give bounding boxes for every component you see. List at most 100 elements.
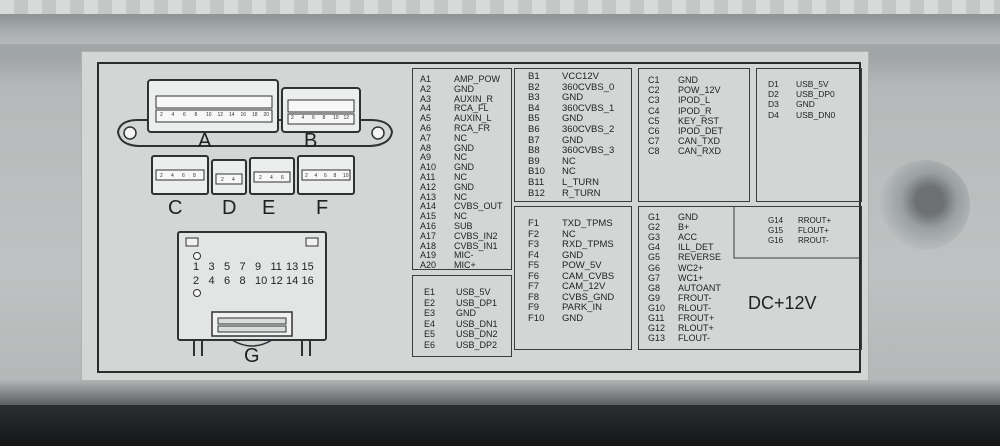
connector-pin-number: 2 (160, 173, 163, 179)
pin-signal: PARK_IN (562, 302, 602, 313)
pin-signal: USB_DP1 (456, 297, 498, 308)
connector-pin-number: 6 (182, 173, 185, 179)
pin-id: F2 (528, 228, 540, 240)
pin-id: F5 (528, 260, 540, 271)
label-border (97, 62, 861, 373)
pin-signal: MIC+ (454, 260, 476, 271)
connector-label-g: G (244, 345, 260, 367)
pin-signal: USB_DP0 (796, 89, 835, 100)
pin-id: C4 (648, 105, 660, 116)
connector-pin-number: 2 (259, 175, 262, 181)
pin-id: G7 (648, 272, 661, 283)
pin-row: A10 GND (420, 162, 474, 172)
pin-signal: GND (454, 162, 474, 173)
pin-id: F7 (528, 281, 540, 292)
connector-label-e: E (262, 197, 276, 219)
pin-signal: TXD_TPMS (562, 218, 613, 229)
g-pin-number-top: 5 (224, 261, 231, 273)
connector-pin-number: 8 (194, 112, 198, 118)
pin-signal: USB_5V (796, 79, 829, 89)
pin-signal: USB_5V (456, 287, 491, 297)
g-pin-number-bottom: 4 (208, 275, 215, 287)
connector-label-b: B (304, 130, 318, 152)
connector-label-d: D (222, 197, 237, 219)
connector-pin-number: 6 (183, 112, 186, 118)
pin-id: B11 (528, 177, 545, 188)
pin-signal: B+ (678, 222, 690, 233)
pin-id: C7 (648, 136, 660, 147)
pin-id: B3 (528, 92, 540, 104)
g-pin-number-bottom: 2 (193, 275, 200, 287)
pin-id: G4 (648, 242, 661, 253)
pin-signal: NC (454, 132, 467, 143)
pin-signal: 360CVBS_0 (562, 81, 615, 93)
pin-id: B6 (528, 124, 540, 135)
pin-id: C5 (648, 115, 660, 126)
g-pin-number-top: 9 (255, 261, 262, 273)
pin-id: D4 (768, 109, 779, 120)
pin-id: G2 (648, 222, 661, 233)
connector-pin-number: 2 (291, 115, 294, 121)
pin-signal: ILL_DET (678, 242, 714, 253)
pin-id: G6 (648, 262, 661, 273)
pin-signal: CVBS_OUT (454, 201, 503, 212)
connector-pin-number: 8 (193, 173, 196, 179)
pin-signal: GND (454, 142, 474, 153)
pin-id: A3 (420, 93, 432, 104)
pin-id: F4 (528, 249, 540, 261)
pin-signal: RROUT- (798, 236, 829, 246)
pin-signal: AMP_POW (454, 74, 501, 84)
pin-signal: CVBS_IN1 (454, 240, 498, 251)
pin-id: G14 (768, 216, 784, 225)
pin-box-b (514, 68, 632, 202)
pin-signal: RXD_TPMS (562, 239, 614, 250)
top-vent-strip (0, 0, 1000, 14)
pin-id: C2 (648, 85, 660, 96)
pin-id: G15 (768, 226, 784, 236)
pin-id: A10 (420, 162, 437, 173)
pin-signal: GND (678, 75, 698, 85)
connector-pin-number: 20 (263, 112, 270, 118)
pin-signal: VCC12V (562, 71, 599, 82)
pin-signal: GND (562, 92, 584, 104)
pin-id: A17 (420, 230, 437, 241)
pin-id: A20 (420, 260, 437, 271)
connector-pin-number: 6 (312, 115, 315, 121)
connector-pin-number: 12 (217, 112, 224, 118)
pin-signal: GND (678, 212, 698, 222)
pin-signal: GND (562, 249, 584, 261)
pin-id: C3 (648, 95, 660, 106)
pin-id: B4 (528, 102, 540, 114)
g-pin-number-top: 13 (286, 261, 299, 273)
connector-label-a: A (198, 130, 212, 152)
pin-id: D3 (768, 99, 779, 110)
pin-signal: GND (454, 181, 474, 192)
